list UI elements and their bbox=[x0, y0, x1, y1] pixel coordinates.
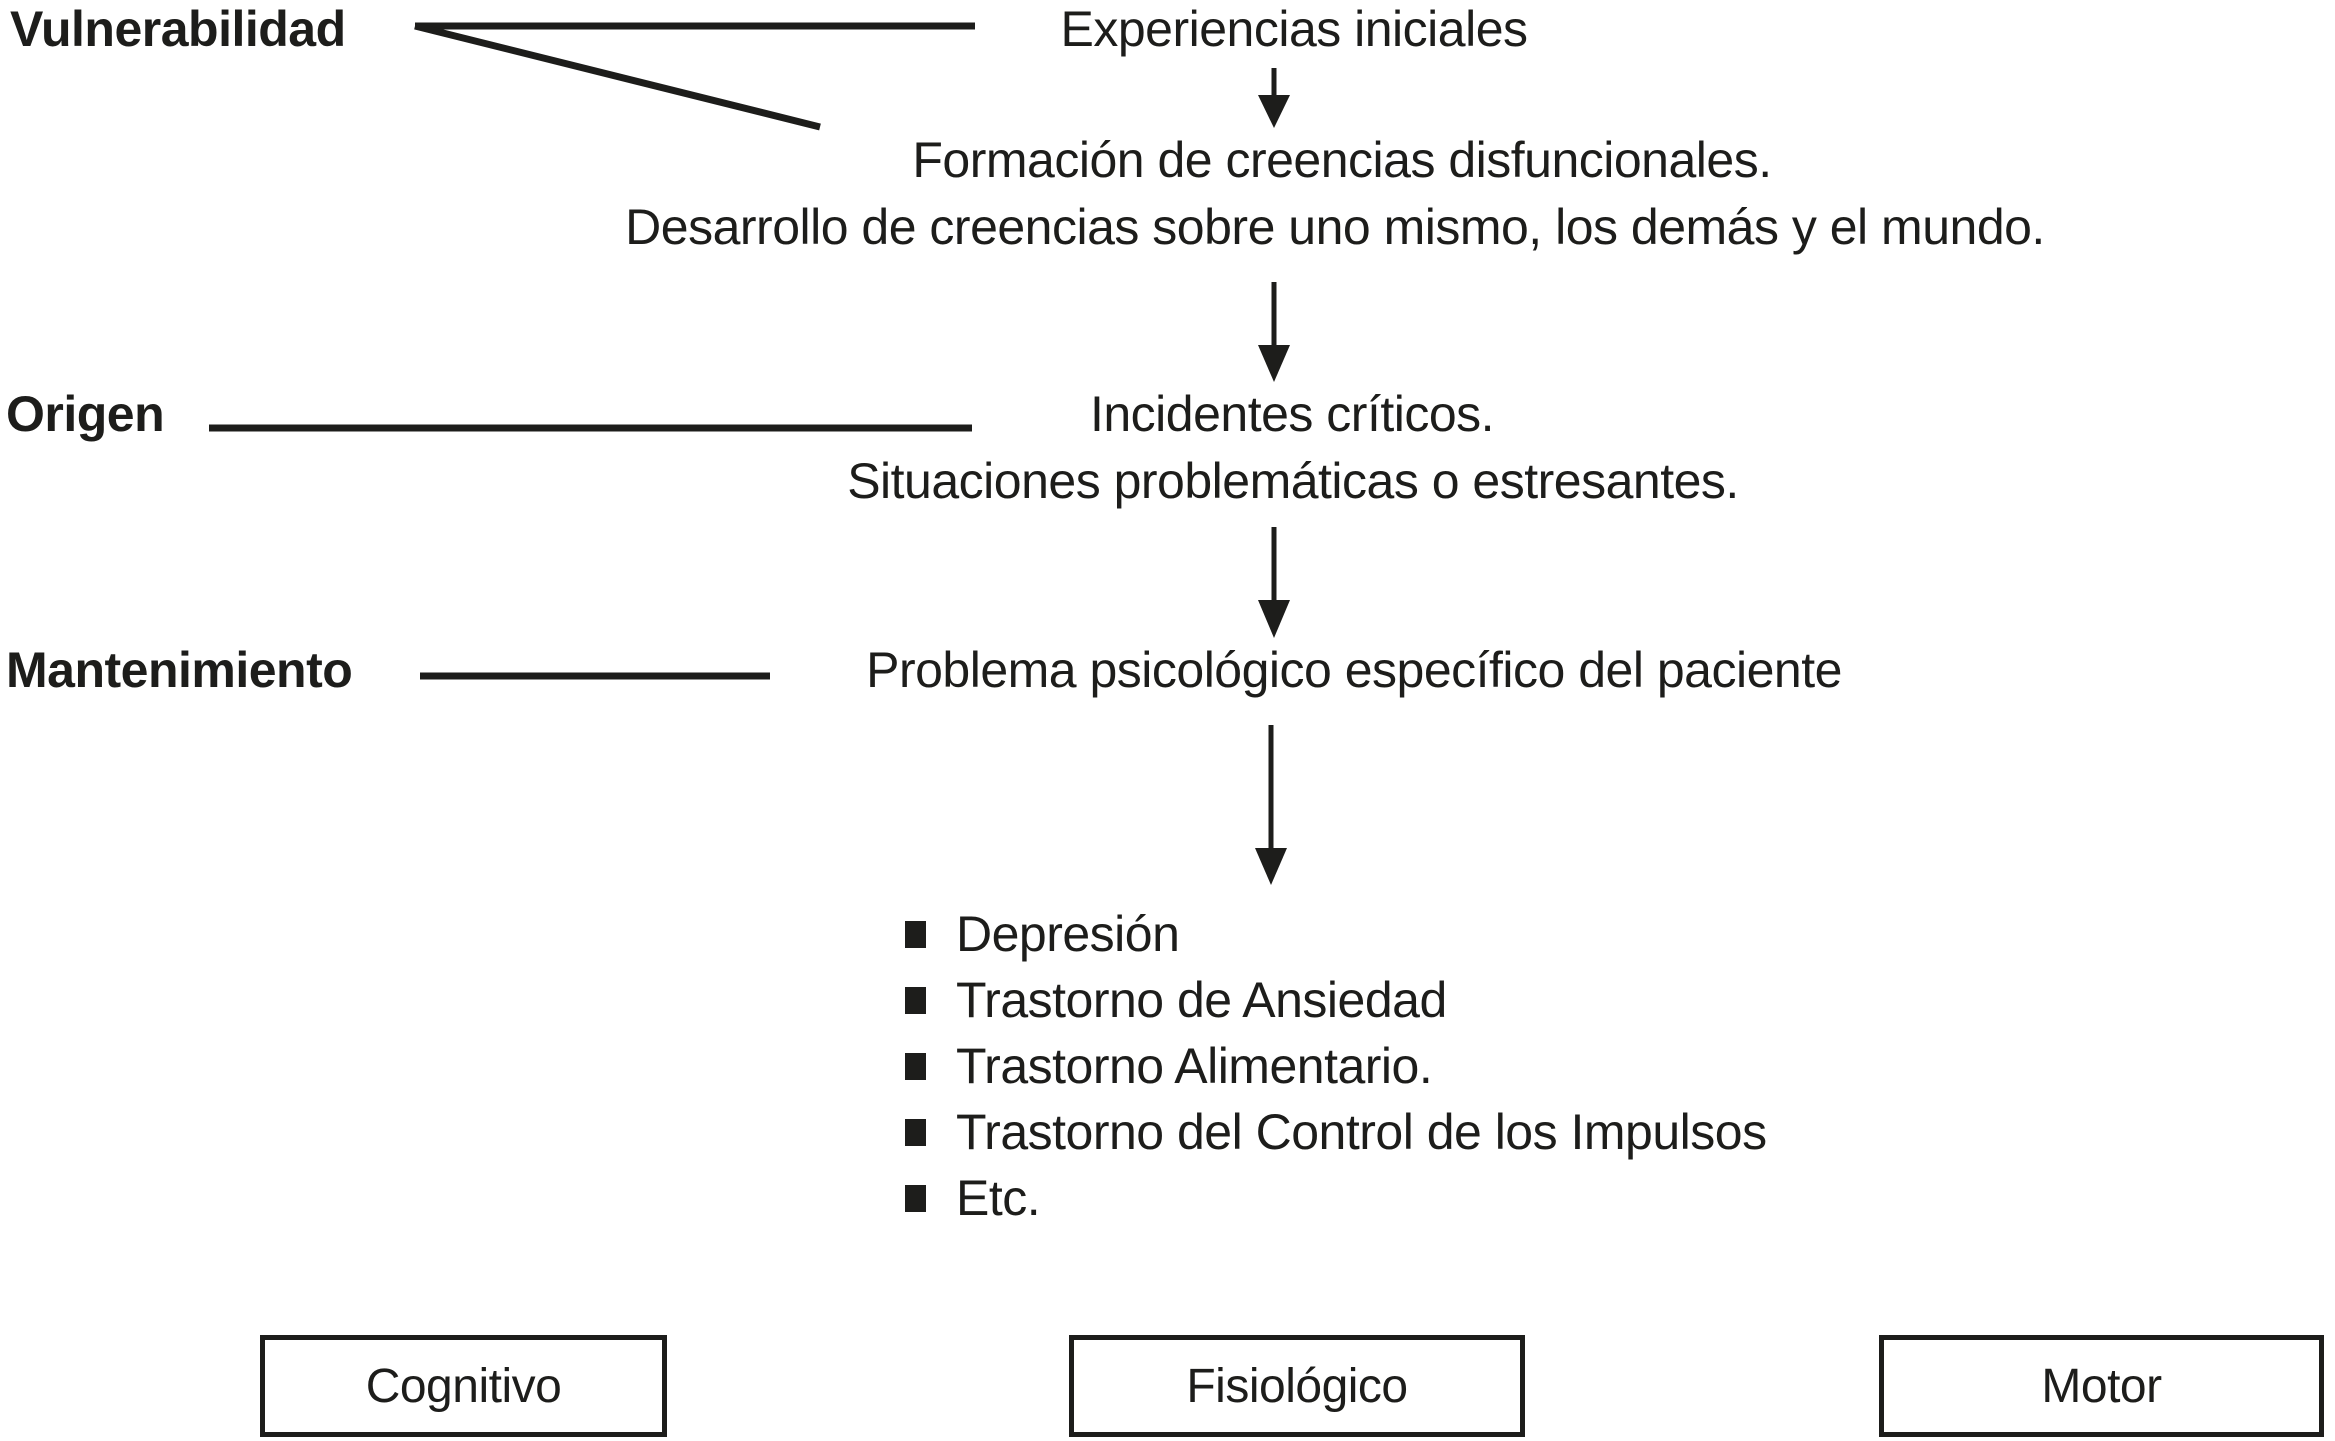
box-label: Fisiológico bbox=[1186, 1359, 1408, 1413]
bullet-square-icon bbox=[905, 1052, 926, 1080]
arrow-down-icon bbox=[1255, 725, 1287, 885]
node-specific-problem: Problema psicológico específico del paci… bbox=[866, 642, 1842, 698]
disorder-label: Trastorno de Ansiedad bbox=[956, 972, 1447, 1028]
disorder-label: Trastorno del Control de los Impulsos bbox=[956, 1104, 1767, 1160]
box-label: Cognitivo bbox=[365, 1359, 562, 1413]
response-system-box-physiological: Fisiológico bbox=[1069, 1335, 1525, 1437]
disorder-label: Etc. bbox=[956, 1170, 1041, 1226]
node-initial-experiences: Experiencias iniciales bbox=[1060, 1, 1528, 57]
node-beliefs-line1: Formación de creencias disfuncionales. bbox=[912, 132, 1772, 188]
stage-label-vulnerability: Vulnerabilidad bbox=[10, 1, 346, 57]
arrow-down-icon bbox=[1258, 527, 1290, 638]
disorder-label: Depresión bbox=[956, 906, 1180, 962]
disorder-label: Trastorno Alimentario. bbox=[956, 1038, 1433, 1094]
list-item: Depresión bbox=[905, 901, 1767, 967]
stage-label-origin: Origen bbox=[6, 386, 165, 442]
list-item: Trastorno Alimentario. bbox=[905, 1033, 1767, 1099]
bullet-square-icon bbox=[905, 1184, 926, 1212]
arrow-down-icon bbox=[1258, 68, 1290, 128]
list-item: Trastorno del Control de los Impulsos bbox=[905, 1099, 1767, 1165]
response-system-box-cognitive: Cognitivo bbox=[260, 1335, 667, 1437]
arrow-down-icon bbox=[1258, 282, 1290, 382]
list-item: Etc. bbox=[905, 1165, 1767, 1231]
bullet-square-icon bbox=[905, 1118, 926, 1146]
node-beliefs-line2: Desarrollo de creencias sobre uno mismo,… bbox=[625, 199, 2045, 255]
disorder-list: Depresión Trastorno de Ansiedad Trastorn… bbox=[905, 901, 1767, 1231]
stage-label-maintenance: Mantenimiento bbox=[6, 642, 353, 698]
node-stressful-situations: Situaciones problemáticas o estresantes. bbox=[847, 453, 1739, 509]
node-critical-incidents: Incidentes críticos. bbox=[1089, 386, 1495, 442]
bullet-square-icon bbox=[905, 920, 926, 948]
bullet-square-icon bbox=[905, 986, 926, 1014]
response-system-box-motor: Motor bbox=[1879, 1335, 2324, 1437]
connector-line-vulnerability-beliefs bbox=[414, 22, 821, 131]
box-label: Motor bbox=[2041, 1359, 2162, 1413]
list-item: Trastorno de Ansiedad bbox=[905, 967, 1767, 1033]
